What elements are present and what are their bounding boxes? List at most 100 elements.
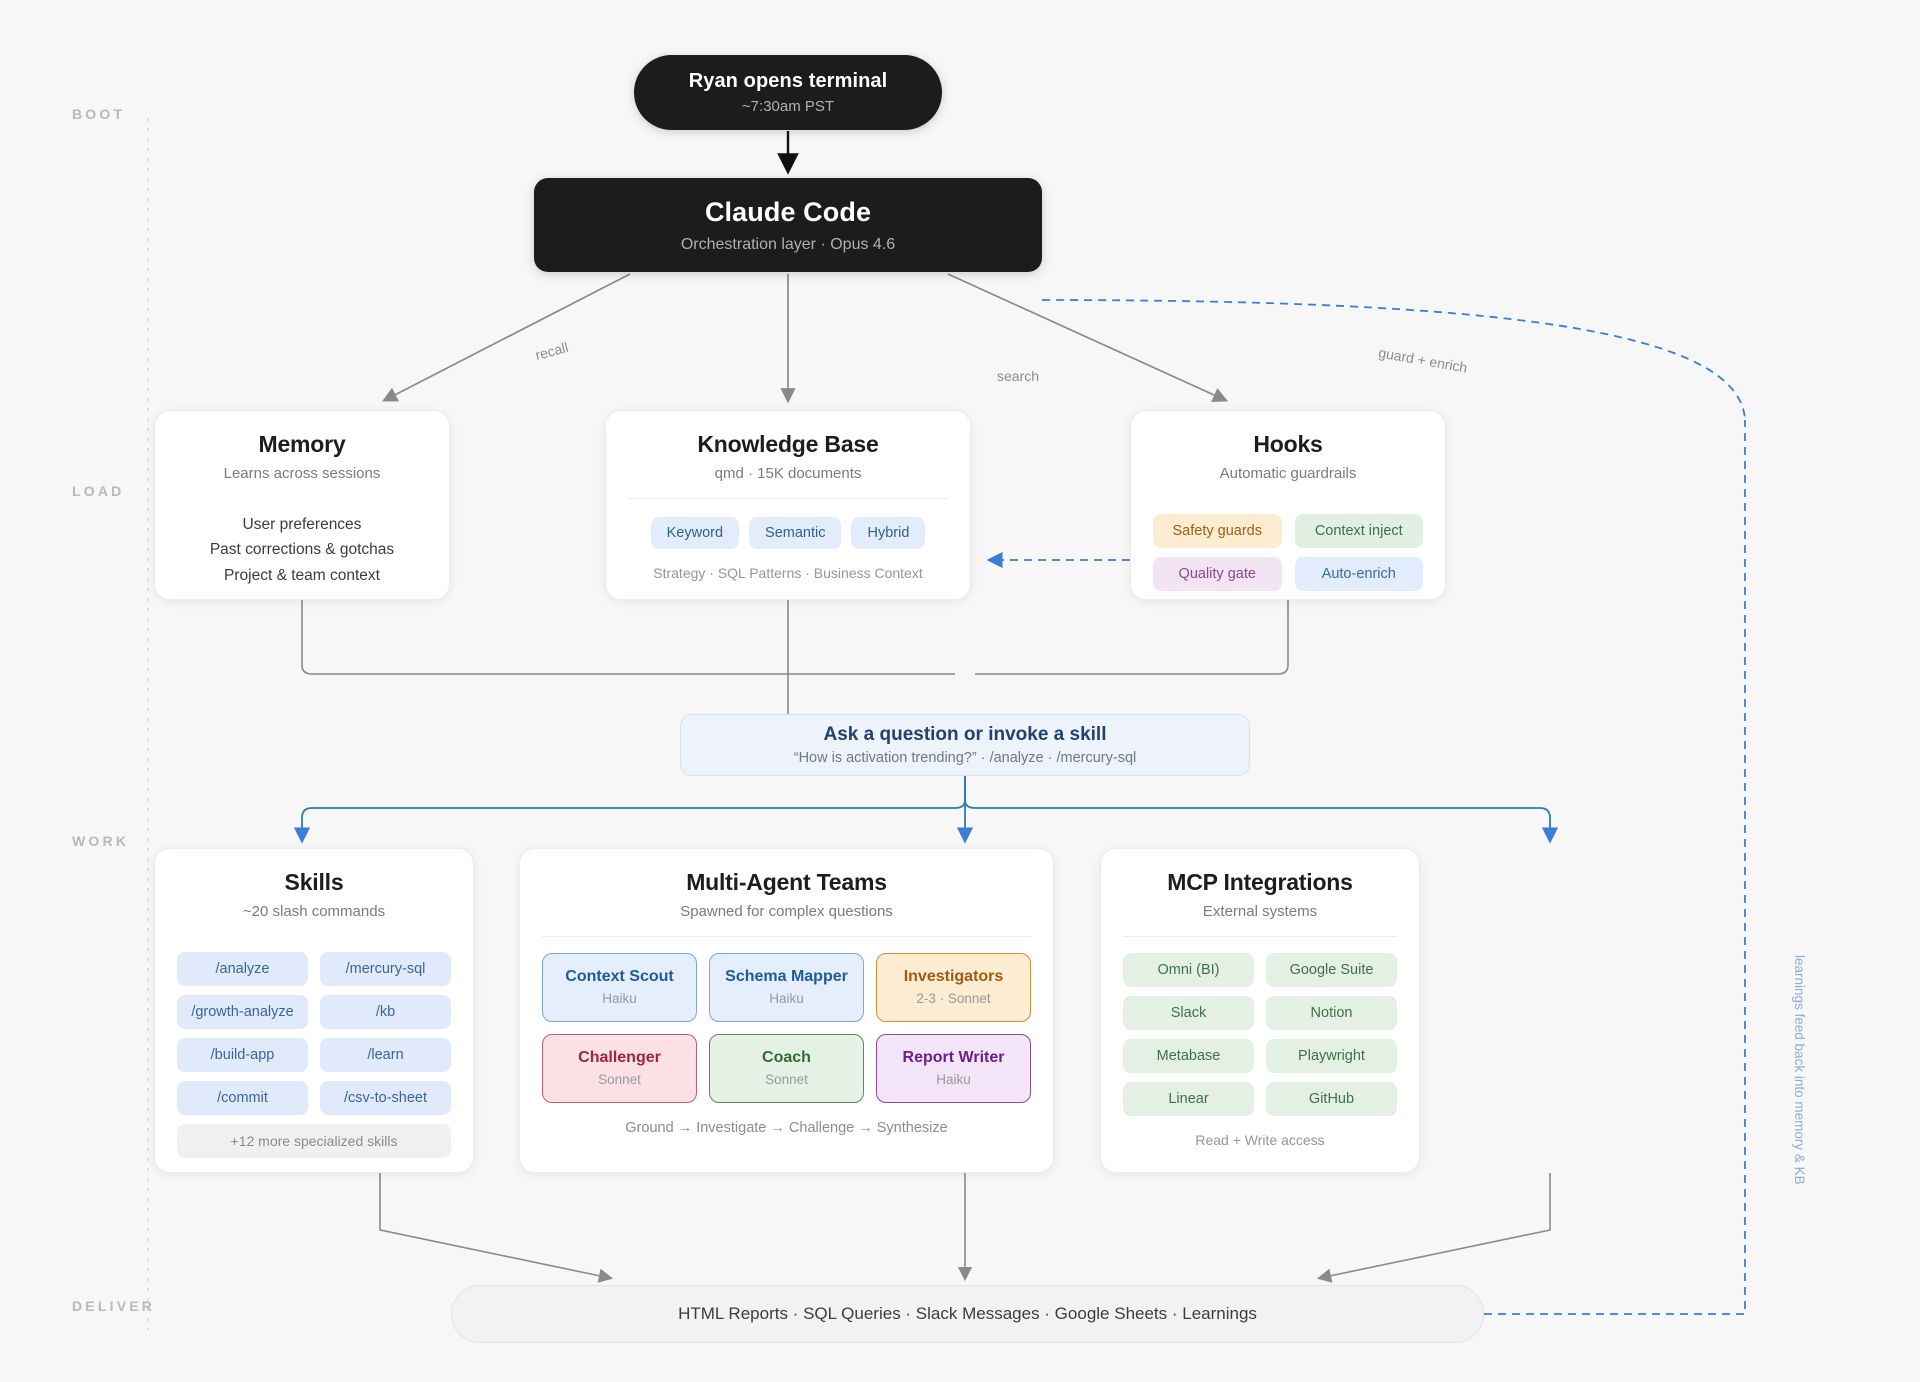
edge-label-feedback: learnings feed back into memory & KB [1792, 955, 1807, 1185]
agent-name: Coach [762, 1049, 811, 1066]
skill-chip-mercury-sql[interactable]: /mercury-sql [320, 952, 451, 986]
mcp-chip-github[interactable]: GitHub [1266, 1082, 1397, 1116]
edge-mcp-deliver [1316, 1173, 1551, 1283]
agent-context-scout[interactable]: Context Scout Haiku [542, 953, 697, 1022]
skill-chip-analyze[interactable]: /analyze [177, 952, 308, 986]
skill-chip-csv-to-sheet[interactable]: /csv-to-sheet [320, 1081, 451, 1115]
edge-skills-deliver [379, 1173, 614, 1283]
agent-investigators[interactable]: Investigators 2-3 · Sonnet [876, 953, 1031, 1022]
skill-chip-learn[interactable]: /learn [320, 1038, 451, 1072]
mcp-chip-omni-bi[interactable]: Omni (BI) [1123, 953, 1254, 987]
agent-model: Haiku [936, 1072, 971, 1087]
stage-label-boot: BOOT [72, 106, 126, 122]
node-claude-code[interactable]: Claude Code Orchestration layer · Opus 4… [534, 178, 1042, 272]
mcp-footer: Read + Write access [1195, 1132, 1325, 1148]
edge-label-recall: recall [533, 338, 570, 364]
hook-chip-context-inject[interactable]: Context inject [1294, 514, 1423, 548]
mcp-chip-playwright[interactable]: Playwright [1266, 1039, 1397, 1073]
edge-prompt-mcp [964, 776, 1559, 844]
claude-subtitle: Orchestration layer · Opus 4.6 [680, 235, 896, 253]
kb-subtitle: qmd · 15K documents [714, 465, 862, 482]
skill-chip-kb[interactable]: /kb [320, 995, 451, 1029]
kb-chip-hybrid[interactable]: Hybrid [851, 517, 926, 549]
terminal-title: Ryan opens terminal [688, 70, 888, 92]
agent-model: 2-3 · Sonnet [916, 991, 991, 1006]
memory-title: Memory [258, 431, 346, 457]
stage-label-load: LOAD [72, 483, 125, 499]
agent-model: Sonnet [765, 1072, 808, 1087]
hooks-title: Hooks [1253, 431, 1323, 457]
card-memory[interactable]: Memory Learns across sessions User prefe… [154, 410, 450, 600]
kb-mode-chips: Keyword Semantic Hybrid [650, 517, 926, 549]
mcp-chip-google-suite[interactable]: Google Suite [1266, 953, 1397, 987]
edge-label-search: search [997, 368, 1040, 384]
divider [542, 936, 1031, 937]
memory-item-list: User preferences Past corrections & gotc… [210, 512, 394, 588]
hook-chip-safety-guards[interactable]: Safety guards [1153, 514, 1282, 548]
hook-chip-auto-enrich[interactable]: Auto-enrich [1294, 557, 1423, 591]
card-mcp-integrations[interactable]: MCP Integrations External systems Omni (… [1100, 848, 1420, 1173]
card-multi-agent-teams[interactable]: Multi-Agent Teams Spawned for complex qu… [519, 848, 1054, 1173]
skills-subtitle: ~20 slash commands [242, 903, 386, 920]
deliver-outputs-text: HTML Reports · SQL Queries · Slack Messa… [678, 1304, 1257, 1323]
teams-title: Multi-Agent Teams [686, 869, 887, 895]
agent-name: Context Scout [565, 968, 674, 985]
teams-subtitle: Spawned for complex questions [680, 903, 893, 920]
divider [1123, 936, 1397, 937]
agent-model: Haiku [769, 991, 804, 1006]
edge-hooks-prompt [975, 600, 1289, 675]
hook-chip-quality-gate[interactable]: Quality gate [1153, 557, 1282, 591]
hooks-subtitle: Automatic guardrails [1219, 465, 1357, 482]
mcp-title: MCP Integrations [1167, 869, 1353, 895]
stage-label-deliver: DELIVER [72, 1298, 156, 1314]
kb-chip-semantic[interactable]: Semantic [749, 517, 842, 549]
agent-name: Challenger [578, 1049, 661, 1066]
agent-schema-mapper[interactable]: Schema Mapper Haiku [709, 953, 864, 1022]
skill-chip-commit[interactable]: /commit [177, 1081, 308, 1115]
agent-model: Sonnet [598, 1072, 641, 1087]
claude-title: Claude Code [704, 196, 872, 227]
memory-subtitle: Learns across sessions [223, 465, 381, 482]
deliver-outputs-bar[interactable]: HTML Reports · SQL Queries · Slack Messa… [451, 1285, 1484, 1343]
node-terminal[interactable]: Ryan opens terminal ~7:30am PST [634, 55, 942, 130]
list-item: Past corrections & gotchas [209, 541, 395, 559]
edge-label-guard-enrich: guard + enrich [1377, 344, 1469, 376]
mcp-system-grid: Omni (BI) Google Suite Slack Notion Meta… [1123, 953, 1397, 1116]
agent-name: Report Writer [902, 1049, 1005, 1066]
kb-chip-keyword[interactable]: Keyword [650, 517, 740, 549]
agent-grid: Context Scout Haiku Schema Mapper Haiku … [542, 953, 1031, 1103]
card-skills[interactable]: Skills ~20 slash commands /analyze /merc… [154, 848, 474, 1173]
mcp-chip-metabase[interactable]: Metabase [1123, 1039, 1254, 1073]
mcp-chip-slack[interactable]: Slack [1123, 996, 1254, 1030]
agent-coach[interactable]: Coach Sonnet [709, 1034, 864, 1103]
agent-report-writer[interactable]: Report Writer Haiku [876, 1034, 1031, 1103]
skill-chip-build-app[interactable]: /build-app [177, 1038, 308, 1072]
list-item: Project & team context [224, 566, 380, 584]
mcp-subtitle: External systems [1202, 903, 1318, 920]
prompt-examples: “How is activation trending?” · /analyze… [793, 750, 1137, 766]
skill-chip-growth-analyze[interactable]: /growth-analyze [177, 995, 308, 1029]
agent-name: Investigators [903, 968, 1004, 985]
agent-name: Schema Mapper [725, 968, 848, 985]
list-item: User preferences [242, 516, 362, 533]
agent-model: Haiku [602, 991, 637, 1006]
edge-claude-memory [381, 273, 631, 402]
agent-challenger[interactable]: Challenger Sonnet [542, 1034, 697, 1103]
hooks-chip-grid: Safety guards Context inject Quality gat… [1153, 514, 1423, 591]
edge-prompt-skills [293, 776, 966, 844]
edge-claude-hooks [947, 273, 1229, 403]
card-hooks[interactable]: Hooks Automatic guardrails Safety guards… [1130, 410, 1446, 600]
edge-memory-prompt [301, 600, 955, 675]
card-knowledge-base[interactable]: Knowledge Base qmd · 15K documents Keywo… [605, 410, 971, 600]
skills-more-chip[interactable]: +12 more specialized skills [177, 1124, 451, 1158]
mcp-chip-linear[interactable]: Linear [1123, 1082, 1254, 1116]
skills-command-grid: /analyze /mercury-sql /growth-analyze /k… [177, 952, 451, 1115]
prompt-invoke-box[interactable]: Ask a question or invoke a skill “How is… [680, 714, 1250, 776]
mcp-chip-notion[interactable]: Notion [1266, 996, 1397, 1030]
stage-label-work: WORK [72, 833, 130, 849]
skills-title: Skills [284, 869, 344, 895]
terminal-subtitle: ~7:30am PST [741, 98, 835, 115]
prompt-title: Ask a question or invoke a skill [823, 724, 1107, 745]
teams-flow-footer: Ground → Investigate → Challenge → Synth… [625, 1120, 948, 1136]
